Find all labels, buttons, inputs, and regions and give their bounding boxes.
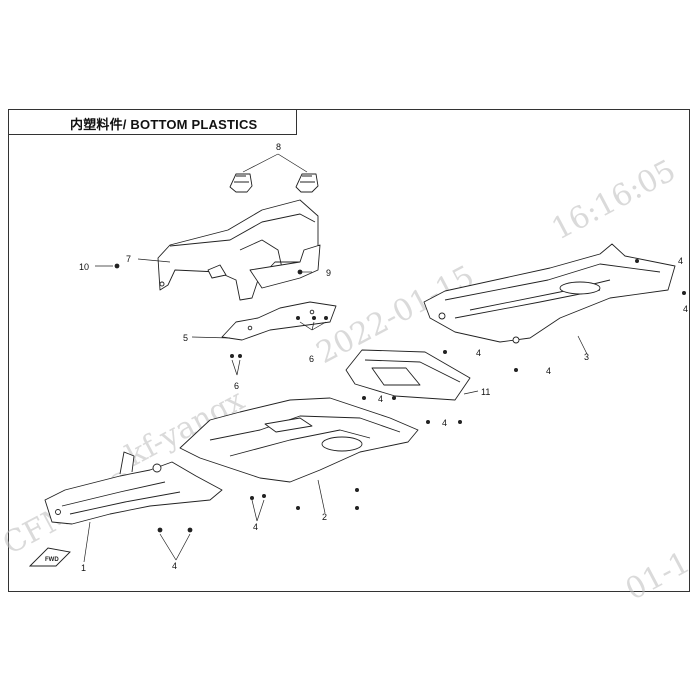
front-cover-part-7 — [157, 199, 321, 301]
callout-4-middle: 4 — [253, 522, 258, 532]
clip-part-8 — [229, 173, 319, 193]
callout-5: 5 — [183, 333, 188, 343]
page-title: 内塑料件/ BOTTOM PLASTICS — [70, 117, 258, 132]
callout-4-skid-bottom: 4 — [546, 366, 551, 376]
callout-6-upper: 6 — [309, 354, 314, 364]
callout-10: 10 — [79, 262, 89, 272]
callout-4-pad-top: 4 — [378, 394, 383, 404]
callout-6-lower: 6 — [234, 381, 239, 391]
title-box — [8, 109, 297, 135]
callout-7: 7 — [126, 254, 131, 264]
bolts — [114, 259, 686, 533]
callout-4-top-right: 4 — [678, 256, 683, 266]
callout-2: 2 — [322, 512, 327, 522]
callout-4-pad-bottom: 4 — [442, 418, 447, 428]
pad-part-11 — [345, 349, 471, 401]
callout-4-skid-left: 4 — [476, 348, 481, 358]
callout-11: 11 — [481, 387, 490, 397]
diagram-frame — [8, 109, 690, 592]
watermark-time: 16:16:05 — [546, 153, 681, 247]
watermark-date-fragment: 01-1 — [620, 545, 696, 608]
forward-arrow-label: FWD — [45, 557, 59, 563]
callout-8: 8 — [276, 142, 281, 152]
forward-arrow-icon: FWD — [28, 547, 71, 567]
callout-1: 1 — [81, 563, 86, 573]
middle-skid-part-2 — [179, 397, 419, 483]
callouts: 8 7 10 9 5 6 6 4 4 4 3 4 11 4 4 4 2 4 1 — [79, 142, 688, 573]
callout-4-right: 4 — [683, 304, 688, 314]
leader-lines — [83, 153, 588, 563]
front-skid-part-1 — [44, 451, 223, 525]
callout-4-front: 4 — [172, 561, 177, 571]
callout-3: 3 — [584, 352, 589, 362]
bracket-part-5 — [221, 301, 337, 341]
skid-plate-part-3 — [423, 243, 676, 344]
callout-9: 9 — [326, 268, 331, 278]
watermark: CFMOTO kf-yangx 2022-01-15 16:16:05 01-1 — [0, 153, 696, 607]
